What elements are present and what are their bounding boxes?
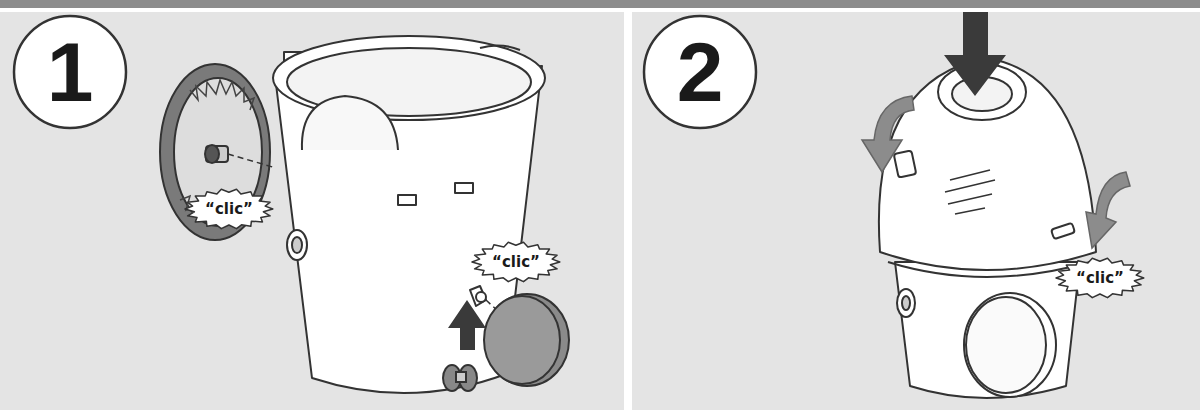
clic-burst: “clic” (1056, 258, 1144, 298)
clic-label: “clic” (492, 254, 540, 271)
top-bar (0, 0, 1200, 8)
filter-disk (160, 64, 276, 240)
panel-ground (632, 12, 1200, 410)
press-arrow (944, 12, 1006, 96)
clic-label: “clic” (205, 201, 253, 218)
clic-burst: “clic” (185, 189, 273, 229)
clic-label: “clic” (1076, 270, 1124, 287)
turn-arrows (862, 96, 1130, 248)
burst-shape (185, 189, 273, 228)
panel-ground (0, 12, 624, 410)
circle-shape (644, 16, 756, 128)
clic-burst: “clic” (472, 242, 560, 282)
step-number-circle: 1 (12, 14, 128, 130)
step-number: 2 (677, 30, 724, 114)
burst-shape (1056, 258, 1144, 297)
step-number: 1 (47, 30, 94, 114)
wheel-parts (443, 294, 569, 391)
circle-shape (14, 16, 126, 128)
burst-shape (472, 242, 560, 281)
step-number-circle: 2 (642, 14, 758, 130)
